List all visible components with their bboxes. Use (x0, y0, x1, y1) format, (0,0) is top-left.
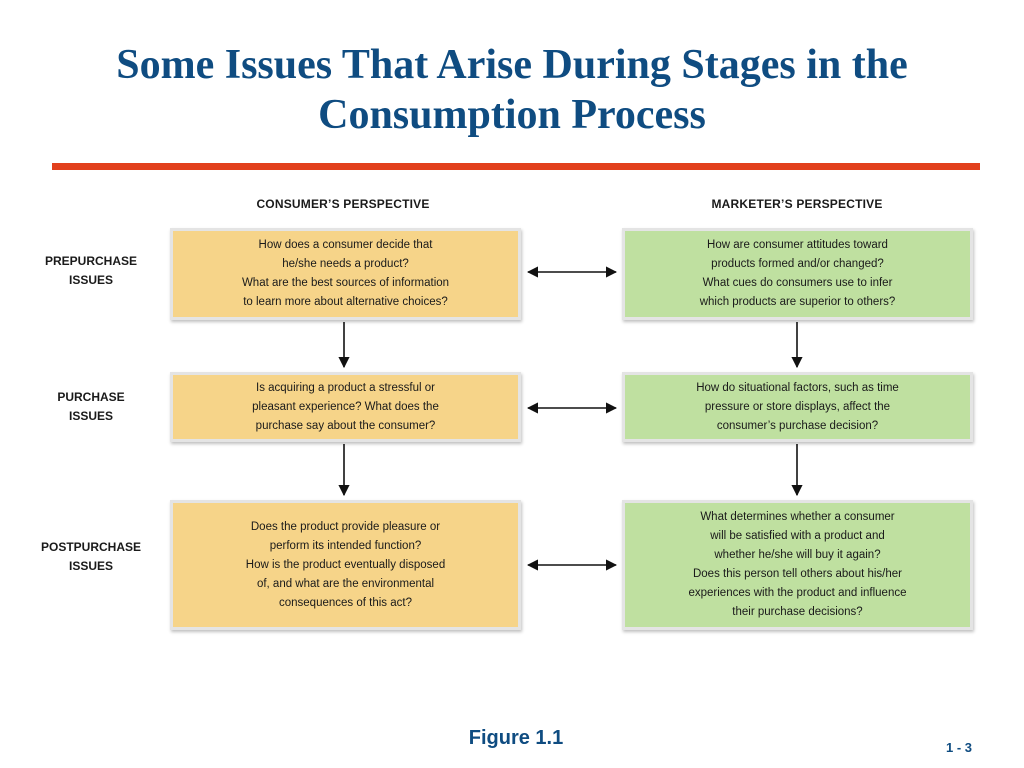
consumer-perspective-header: CONSUMER’S PERSPECTIVE (256, 197, 430, 211)
row-label-postpurchase: POSTPURCHASE ISSUES (40, 540, 141, 573)
prepurchase-consumer-box: How does a consumer decide that he/she n… (170, 228, 521, 320)
purchase-marketer-text: How do situational factors, such as time… (696, 381, 899, 432)
row-label-purchase: PURCHASE ISSUES (57, 390, 125, 423)
prepurchase-marketer-text: How are consumer attitudes toward produc… (699, 239, 896, 308)
row-label-prepurchase: PREPURCHASE ISSUES (44, 254, 137, 287)
purchase-consumer-box: Is acquiring a product a stressful or pl… (170, 372, 521, 442)
prepurchase-consumer-text: How does a consumer decide that he/she n… (241, 239, 450, 308)
purchase-consumer-text: Is acquiring a product a stressful or pl… (252, 381, 439, 432)
figure-label: Figure 1.1 (468, 727, 564, 749)
prepurchase-marketer-box: How are consumer attitudes toward produc… (622, 228, 973, 320)
postpurchase-marketer-box: What determines whether a consumer will … (622, 500, 973, 630)
postpurchase-marketer-text: What determines whether a consumer will … (688, 511, 907, 618)
purchase-marketer-box: How do situational factors, such as time… (622, 372, 973, 442)
marketer-perspective-header: MARKETER’S PERSPECTIVE (711, 197, 883, 211)
postpurchase-consumer-box: Does the product provide pleasure or per… (170, 500, 521, 630)
page-number: 1 - 3 (945, 740, 972, 755)
slide-title: Some Issues That Arise During Stages in … (116, 42, 908, 138)
title-underline (52, 163, 980, 170)
postpurchase-consumer-text: Does the product provide pleasure or per… (245, 520, 446, 609)
